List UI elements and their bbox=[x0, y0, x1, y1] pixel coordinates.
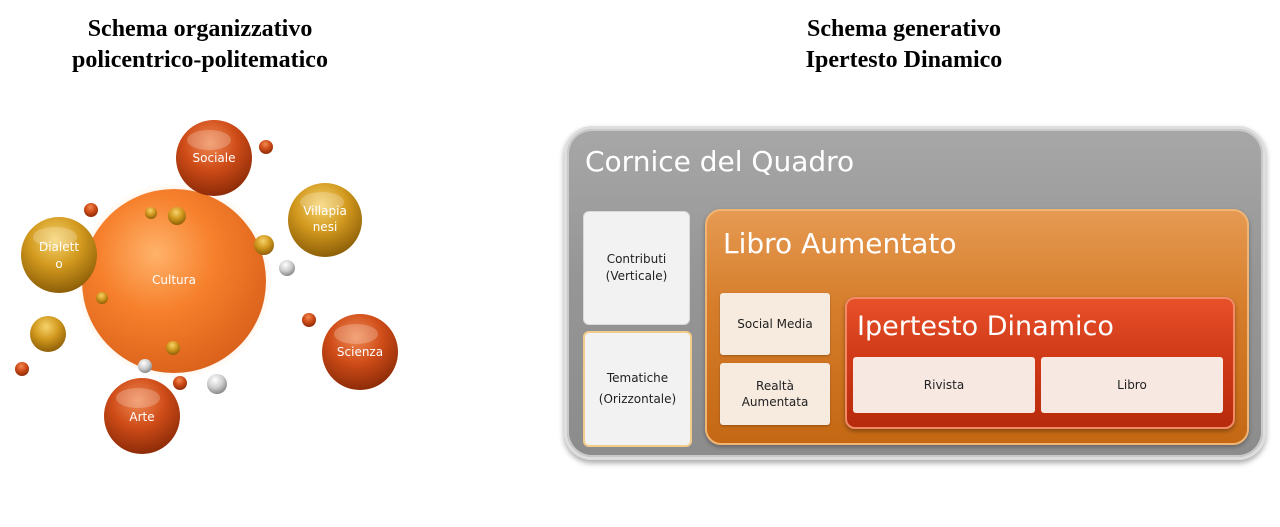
card-vertical-line2: (Verticale) bbox=[605, 269, 668, 283]
small-orb bbox=[145, 207, 157, 219]
right-scheme-title: Schema generativo Ipertesto Dinamico bbox=[704, 14, 1104, 76]
satellite-villapianesi-highlight bbox=[300, 192, 344, 212]
frame-title: Cornice del Quadro bbox=[585, 145, 855, 178]
card-rivista-label: Rivista bbox=[923, 378, 965, 392]
satellite-scienza-highlight bbox=[334, 324, 378, 344]
left-scheme-title: Schema organizzativo policentrico-polite… bbox=[0, 14, 400, 76]
card-horizontal-themes: Tematiche (Orizzontale) bbox=[583, 331, 692, 447]
satellite-scienza-label: Scienza bbox=[337, 345, 383, 359]
satellite-dialetto-shape bbox=[21, 217, 97, 293]
left-title-line1: Schema organizzativo bbox=[87, 16, 313, 42]
bubble-diagram: Cultura Sociale Villapia nesi Scienza Ar… bbox=[15, 120, 398, 454]
satellite-sociale-label: Sociale bbox=[193, 151, 236, 165]
augmented-book-box: Libro Aumentato Social Media Realtà Aume… bbox=[705, 209, 1249, 445]
satellite-arte: Arte bbox=[104, 378, 180, 454]
satellite-arte-shape bbox=[104, 378, 180, 454]
card-rivista: Rivista bbox=[853, 357, 1035, 413]
small-orb bbox=[207, 374, 227, 394]
center-bubble: Cultura bbox=[76, 183, 272, 379]
satellite-sociale-highlight bbox=[187, 130, 231, 150]
satellite-sociale: Sociale bbox=[176, 120, 252, 196]
satellite-villapianesi-label-1: Villapia bbox=[303, 204, 347, 218]
card-social-label: Social Media bbox=[737, 317, 813, 331]
right-title-line1: Schema generativo bbox=[807, 16, 1001, 42]
card-vertical-contributions: Contributi (Verticale) bbox=[583, 211, 690, 325]
small-orb bbox=[254, 235, 274, 255]
satellite-dialetto-label-2: o bbox=[55, 257, 62, 271]
satellite-dialetto-label-1: Dialett bbox=[39, 240, 79, 254]
small-orb bbox=[302, 313, 316, 327]
dynamic-hypertext-box: Ipertesto Dinamico Rivista Libro bbox=[845, 297, 1235, 429]
right-title-line2: Ipertesto Dinamico bbox=[805, 47, 1003, 73]
card-augmented-reality: Realtà Aumentata bbox=[720, 363, 830, 425]
small-orb bbox=[30, 316, 66, 352]
small-orb bbox=[173, 376, 187, 390]
small-orb bbox=[96, 292, 108, 304]
center-bubble-label: Cultura bbox=[152, 273, 196, 287]
card-libro-label: Libro bbox=[1117, 378, 1147, 392]
satellite-arte-highlight bbox=[116, 388, 160, 408]
satellite-dialetto: Dialett o bbox=[21, 217, 97, 293]
satellite-villapianesi-shape bbox=[288, 183, 362, 257]
satellite-scienza-shape bbox=[322, 314, 398, 390]
small-orb bbox=[259, 140, 273, 154]
small-orb bbox=[279, 260, 295, 276]
small-orb bbox=[84, 203, 98, 217]
small-orb bbox=[138, 359, 152, 373]
card-horizontal-line1: Tematiche bbox=[606, 371, 669, 385]
small-orb bbox=[15, 362, 29, 376]
satellite-sociale-shape bbox=[176, 120, 252, 196]
satellite-dialetto-highlight bbox=[33, 227, 77, 247]
satellite-scienza: Scienza bbox=[322, 314, 398, 390]
satellite-arte-label: Arte bbox=[129, 410, 154, 424]
left-title-line2: policentrico-politematico bbox=[72, 47, 328, 73]
satellite-villapianesi-label-2: nesi bbox=[313, 220, 338, 234]
augmented-book-title: Libro Aumentato bbox=[723, 227, 957, 260]
small-orb bbox=[168, 207, 186, 225]
card-social-media: Social Media bbox=[720, 293, 830, 355]
satellite-villapianesi: Villapia nesi bbox=[288, 183, 362, 257]
small-orb bbox=[166, 341, 180, 355]
dynamic-hypertext-title: Ipertesto Dinamico bbox=[857, 311, 1114, 342]
card-ar-line1: Realtà bbox=[756, 379, 794, 393]
center-bubble-shape bbox=[82, 189, 266, 373]
card-vertical-line1: Contributi bbox=[606, 252, 667, 266]
frame-box: Cornice del Quadro Contributi (Verticale… bbox=[564, 126, 1266, 460]
card-ar-line2: Aumentata bbox=[741, 395, 809, 409]
card-libro: Libro bbox=[1041, 357, 1223, 413]
card-horizontal-line2: (Orizzontale) bbox=[598, 392, 677, 406]
